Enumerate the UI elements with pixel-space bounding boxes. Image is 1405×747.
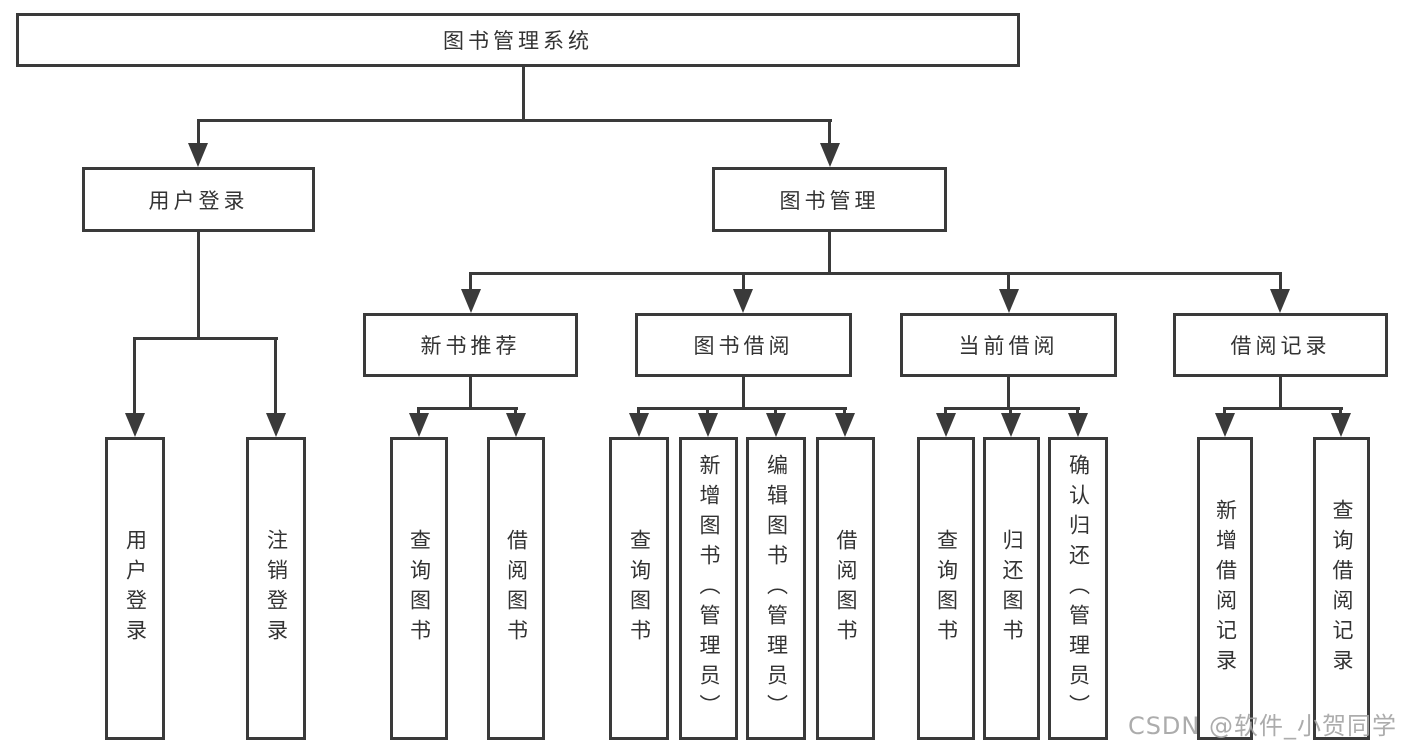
arrow-to-d3 [1068, 413, 1088, 437]
arrow-to-book-management [820, 143, 840, 167]
leaf-query-books-borrow-label: 查询图书 [627, 528, 652, 649]
connector-drop-b1 [417, 407, 420, 415]
connector-drop-d3 [1076, 407, 1079, 415]
node-library-system-label: 图书管理系统 [443, 29, 593, 53]
node-current-borrow: 当前借阅 [900, 313, 1117, 377]
connector-drop-borrow-records [1279, 272, 1282, 291]
csdn-watermark: CSDN @软件_小贺同学 [1127, 712, 1397, 740]
connector-root-stub [522, 67, 525, 119]
leaf-confirm-return-admin-label: 确认归还（管理员） [1066, 453, 1091, 724]
connector-drop-current-borrow [1007, 272, 1010, 291]
arrow-to-d1 [936, 413, 956, 437]
connector-drop-book-management [828, 119, 831, 145]
node-library-system: 图书管理系统 [16, 13, 1020, 67]
leaf-borrow-books: 借阅图书 [816, 437, 875, 740]
connector-borrow-records-stub [1279, 377, 1282, 407]
leaf-edit-books-admin: 编辑图书（管理员） [746, 437, 806, 740]
arrow-to-c4 [835, 413, 855, 437]
connector-book-management-stub [828, 232, 831, 272]
connector-drop-leaf-user-login [133, 337, 136, 415]
node-book-management: 图书管理 [712, 167, 947, 232]
leaf-logout-login: 注销登录 [246, 437, 306, 740]
leaf-query-books-current-label: 查询图书 [934, 528, 959, 649]
node-book-borrow: 图书借阅 [635, 313, 852, 377]
leaf-return-books-label: 归还图书 [1000, 528, 1024, 649]
leaf-borrow-books-recommend-label: 借阅图书 [504, 528, 529, 649]
connector-current-borrow-rail [944, 407, 1080, 410]
connector-drop-new-book [469, 272, 472, 291]
arrow-to-new-book [461, 289, 481, 313]
leaf-add-books-admin: 新增图书（管理员） [679, 437, 738, 740]
arrow-to-book-borrow [733, 289, 753, 313]
leaf-query-books-current: 查询图书 [917, 437, 975, 740]
arrow-to-leaf-logout [266, 413, 286, 437]
arrow-to-c3 [766, 413, 786, 437]
arrow-to-current-borrow [999, 289, 1019, 313]
arrow-to-leaf-user-login [125, 413, 145, 437]
node-new-book-recommend-label: 新书推荐 [420, 334, 521, 358]
leaf-borrow-books-label: 借阅图书 [834, 528, 858, 649]
leaf-query-books-borrow: 查询图书 [609, 437, 669, 740]
connector-drop-e1 [1223, 407, 1226, 415]
connector-new-book-rail [417, 407, 518, 410]
leaf-query-borrow-record-label: 查询借阅记录 [1330, 498, 1354, 679]
arrow-to-d2 [1001, 413, 1021, 437]
arrow-to-e1 [1215, 413, 1235, 437]
node-user-login-label: 用户登录 [148, 188, 249, 213]
leaf-user-login: 用户登录 [105, 437, 165, 740]
connector-user-login-stub [197, 232, 200, 337]
arrow-to-c1 [629, 413, 649, 437]
node-current-borrow-label: 当前借阅 [958, 334, 1059, 358]
connector-new-book-stub [469, 377, 472, 407]
connector-level3-rail [469, 272, 1282, 275]
connector-drop-user-login [197, 119, 200, 145]
connector-drop-e2 [1339, 407, 1342, 415]
node-user-login: 用户登录 [82, 167, 315, 232]
leaf-add-borrow-record-label: 新增借阅记录 [1213, 498, 1238, 679]
connector-book-borrow-rail [637, 407, 847, 410]
node-borrow-records: 借阅记录 [1173, 313, 1388, 377]
arrow-to-b1 [409, 413, 429, 437]
leaf-add-books-admin-label: 新增图书（管理员） [697, 453, 721, 724]
connector-drop-d2 [1009, 407, 1012, 415]
node-new-book-recommend: 新书推荐 [363, 313, 578, 377]
node-borrow-records-label: 借阅记录 [1230, 334, 1331, 358]
connector-book-borrow-stub [742, 377, 745, 407]
node-book-management-label: 图书管理 [779, 188, 880, 213]
connector-drop-b2 [514, 407, 517, 415]
connector-drop-d1 [944, 407, 947, 415]
connector-level2-rail [197, 119, 832, 122]
connector-user-login-rail [133, 337, 278, 340]
leaf-confirm-return-admin: 确认归还（管理员） [1048, 437, 1108, 740]
leaf-query-books-recommend-label: 查询图书 [407, 528, 432, 649]
connector-drop-c3 [774, 407, 777, 415]
leaf-logout-login-label: 注销登录 [264, 528, 289, 649]
arrow-to-c2 [698, 413, 718, 437]
node-book-borrow-label: 图书借阅 [693, 334, 794, 358]
leaf-query-borrow-record: 查询借阅记录 [1313, 437, 1370, 740]
arrow-to-user-login [188, 143, 208, 167]
leaf-borrow-books-recommend: 借阅图书 [487, 437, 545, 740]
leaf-query-books-recommend: 查询图书 [390, 437, 448, 740]
connector-drop-leaf-logout [274, 337, 277, 415]
leaf-return-books: 归还图书 [983, 437, 1040, 740]
connector-current-borrow-stub [1007, 377, 1010, 407]
arrow-to-b2 [506, 413, 526, 437]
connector-drop-book-borrow [742, 272, 745, 291]
connector-drop-c4 [843, 407, 846, 415]
leaf-edit-books-admin-label: 编辑图书（管理员） [764, 453, 789, 724]
connector-drop-c1 [637, 407, 640, 415]
leaf-user-login-label: 用户登录 [123, 528, 148, 649]
arrow-to-e2 [1331, 413, 1351, 437]
connector-borrow-records-rail [1223, 407, 1343, 410]
connector-drop-c2 [706, 407, 709, 415]
arrow-to-borrow-records [1270, 289, 1290, 313]
leaf-add-borrow-record: 新增借阅记录 [1197, 437, 1253, 740]
